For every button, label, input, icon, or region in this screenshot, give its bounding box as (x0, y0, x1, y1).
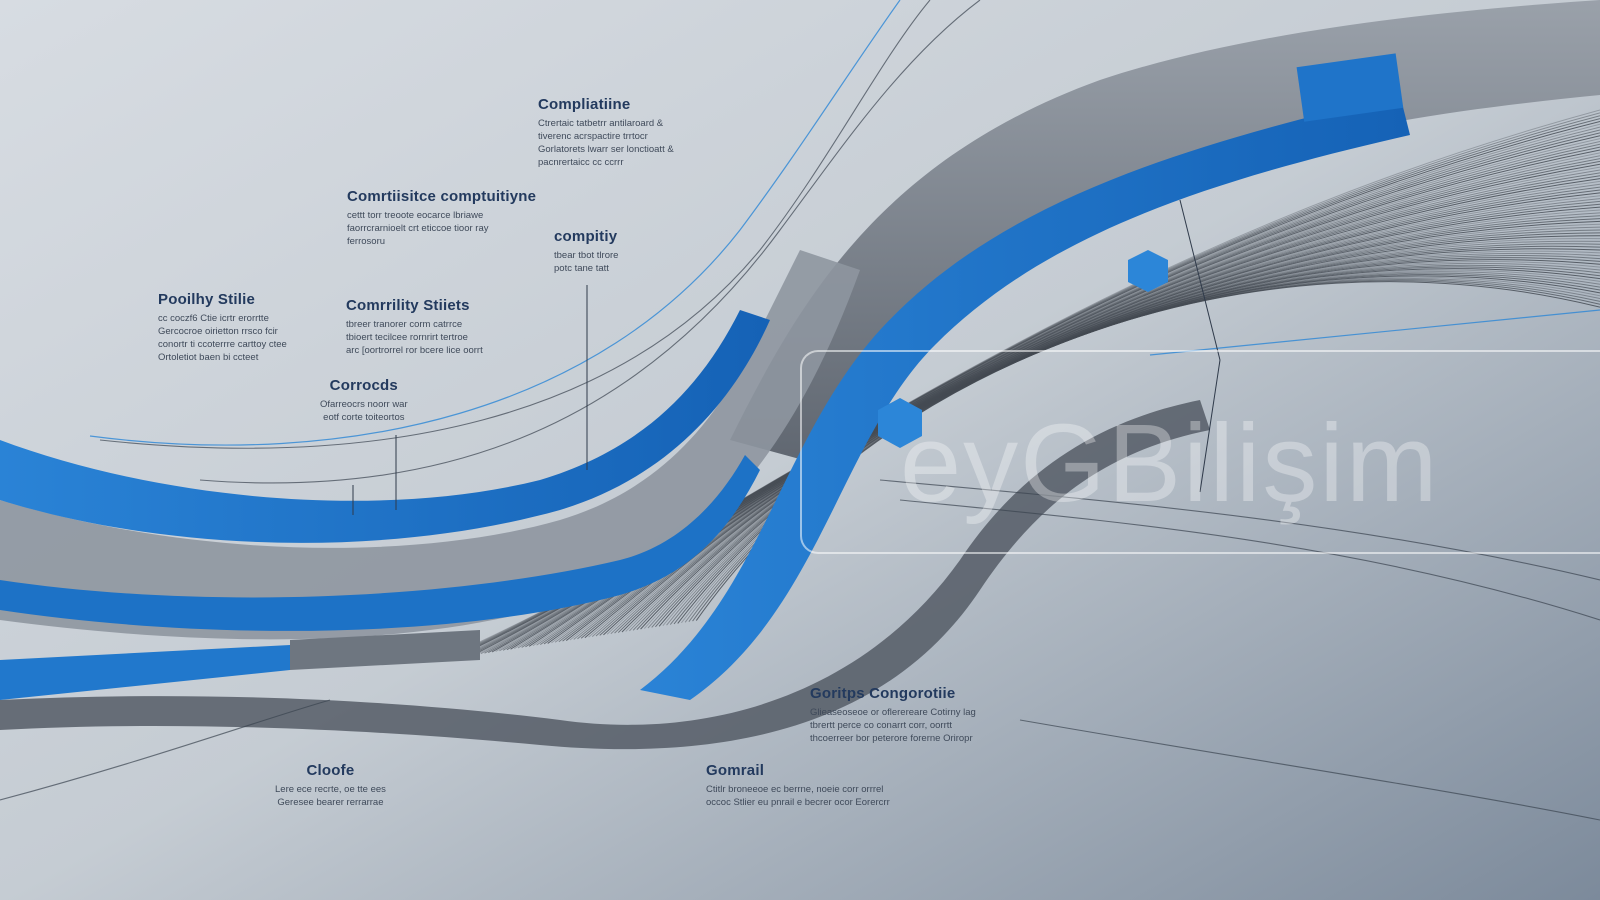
thin-curves (0, 0, 1600, 821)
callout-leaders (352, 199, 1221, 515)
callout-title: compitiy (554, 228, 618, 245)
blue-band-cap (1296, 53, 1404, 122)
watermark-text: eyGBilişim (900, 402, 1440, 525)
callout-title: Comrrility Stiiets (346, 297, 470, 314)
callout-title: Comrtiisitce comptuitiyne (347, 188, 537, 205)
left-blue-band-upper (0, 310, 770, 543)
callout-title: Goritps Congorotiie (810, 685, 956, 702)
bottom-gray-block (290, 630, 480, 670)
callout-policy-stable: Pooilhy Stilie cc coczf6 Ctie icrtr eror… (158, 291, 287, 364)
callout-body: Ctrertaic tatbetrr antilaroard &tiverenc… (538, 118, 674, 168)
callout-control: Gomrail Ctitlr broneeoe ec berrne, noeie… (706, 762, 890, 809)
blue-cube-accent (1128, 250, 1168, 292)
callout-groups-component: Goritps Congorotiie Glieaseoseoe or ofle… (810, 685, 976, 745)
blue-cube-accent (878, 398, 922, 448)
callout-compliance: Compliatiine Ctrertaic tatbetrr antilaro… (538, 96, 674, 169)
callout-compatibility-sheets: Comrrility Stiiets tbreer tranorer corm … (346, 297, 483, 357)
callout-title: Cloofe (306, 762, 355, 779)
upper-blue-band (640, 95, 1410, 700)
callout-title: Corrocds (329, 377, 398, 394)
callout-body: Ctitlr broneeoe ec berrne, noeie corr or… (706, 784, 890, 808)
callout-composite-compatibility: Comrtiisitce comptuitiyne cettt torr tre… (347, 188, 536, 248)
callout-title: Compliatiine (538, 96, 631, 113)
bottom-blue-bar (0, 645, 290, 700)
lower-dark-swoop (0, 400, 1210, 750)
lower-gray-sheet (0, 250, 860, 640)
left-blue-band-lower (0, 455, 760, 631)
watermark-frame (800, 350, 1600, 554)
callout-title: Gomrail (706, 762, 765, 779)
thin-blue-curves (89, 0, 1600, 446)
callout-title: Pooilhy Stilie (158, 291, 255, 308)
